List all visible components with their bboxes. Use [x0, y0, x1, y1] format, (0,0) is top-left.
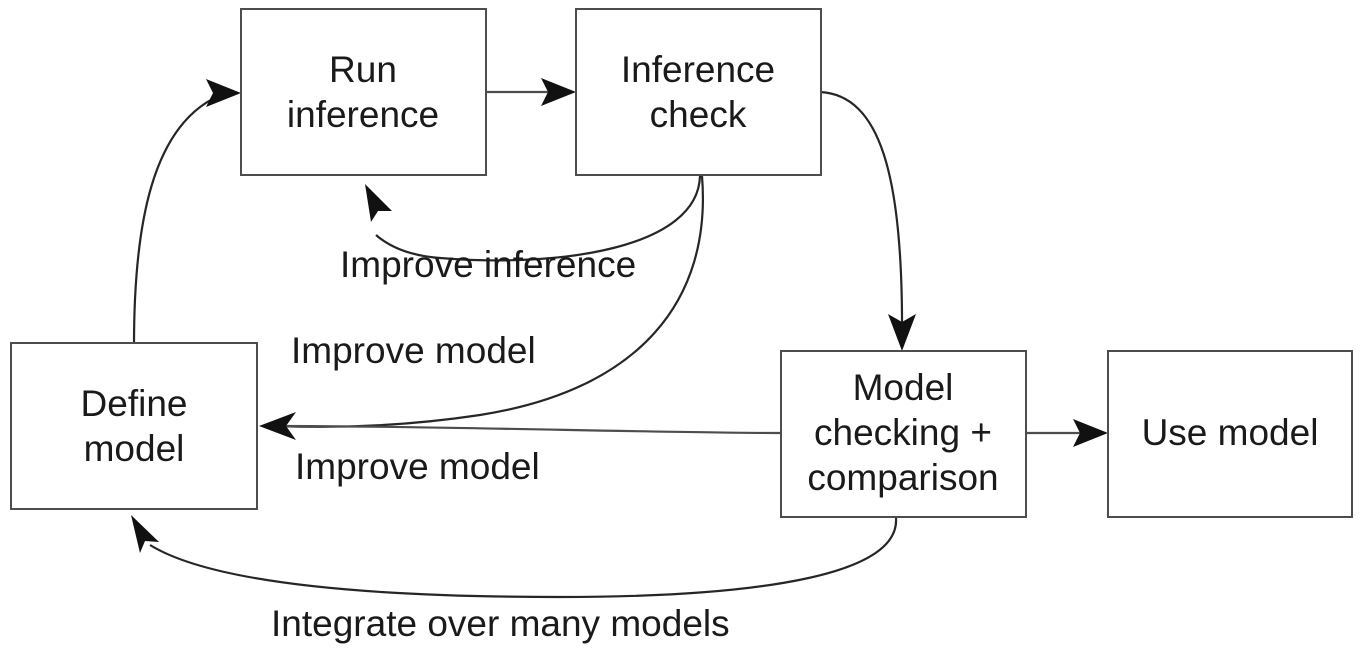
arrow-head-icon	[1073, 419, 1108, 447]
edge-model-checking-to-use-model	[1026, 419, 1108, 447]
edge-inference-check-to-define-model	[277, 175, 704, 428]
node-run-inference-box[interactable]	[240, 8, 487, 176]
node-model-checking-label-line2: checking +	[814, 412, 992, 453]
edge-label-integrate-over-models: Integrate over many models	[271, 603, 730, 644]
node-inference-check-label-line2: check	[650, 94, 747, 135]
arrow-head-icon	[259, 412, 296, 440]
node-model-checking[interactable]: Model checking + comparison	[780, 350, 1027, 518]
edge-label-improve-model-upper: Improve model	[291, 330, 536, 371]
node-define-model-box[interactable]	[10, 342, 258, 510]
edge-path	[132, 91, 227, 346]
node-inference-check-label-line1: Inference	[621, 49, 775, 90]
node-define-model[interactable]: Define model	[10, 342, 258, 510]
arrow-head-icon	[888, 314, 916, 351]
edge-path	[277, 424, 782, 435]
node-define-model-label-line2: model	[84, 428, 185, 469]
edge-model-checking-to-define-model	[259, 412, 782, 440]
node-inference-check[interactable]: Inference check	[575, 8, 822, 176]
edge-label-improve-inference: Improve inference	[340, 244, 636, 285]
node-model-checking-label-line1: Model	[853, 367, 954, 408]
node-use-model-label-line1: Use model	[1142, 412, 1319, 453]
edge-path	[375, 175, 702, 262]
arrow-head-icon	[365, 184, 392, 222]
node-run-inference-label-line2: inference	[287, 94, 439, 135]
edge-path	[149, 517, 898, 599]
node-model-checking-box[interactable]	[780, 350, 1027, 518]
edge-inference-check-to-run-inference	[365, 175, 702, 262]
edge-model-checking-to-define-model-bottom	[131, 515, 898, 599]
edge-inference-check-to-model-checking	[819, 90, 916, 351]
edge-path	[819, 90, 904, 336]
node-run-inference-label-line1: Run	[329, 49, 397, 90]
node-inference-check-box[interactable]	[575, 8, 822, 176]
edge-run-inference-to-inference-check	[487, 78, 576, 106]
node-define-model-label-line1: Define	[81, 383, 188, 424]
node-use-model-box[interactable]	[1107, 350, 1353, 518]
node-model-checking-label-line3: comparison	[807, 457, 998, 498]
edge-label-improve-model-lower: Improve model	[295, 446, 540, 487]
arrow-head-icon	[206, 79, 241, 107]
arrow-head-icon	[131, 515, 159, 553]
edge-define-model-to-run-inference	[132, 79, 241, 346]
edge-path	[277, 175, 704, 428]
arrow-head-icon	[541, 78, 576, 106]
node-run-inference[interactable]: Run inference	[240, 8, 487, 176]
node-use-model[interactable]: Use model	[1107, 350, 1353, 518]
